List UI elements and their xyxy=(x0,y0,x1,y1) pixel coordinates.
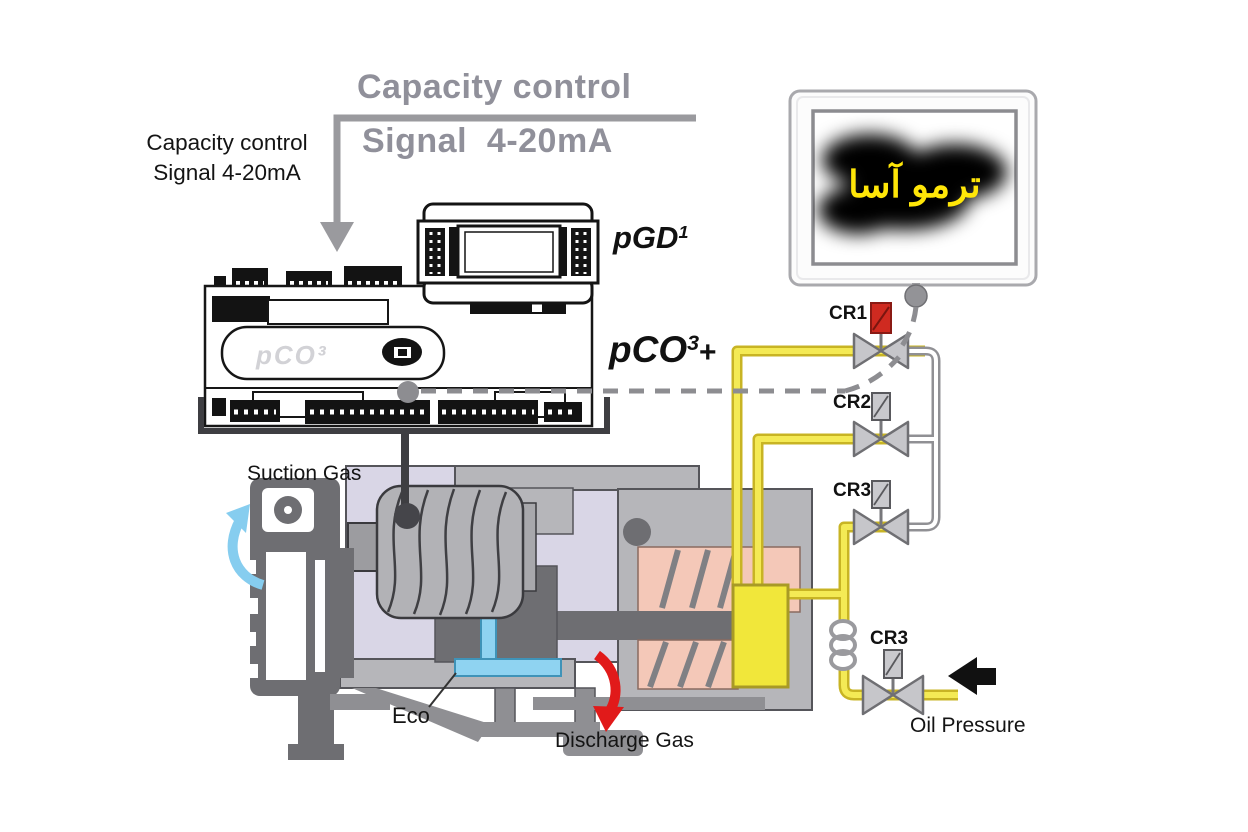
discharge-gas-label: Discharge Gas xyxy=(555,729,694,752)
mounting-feet xyxy=(352,687,765,756)
valve-label-cr1: CR1 xyxy=(829,303,868,324)
unloader-piston-chamber xyxy=(731,583,790,689)
signal-wires xyxy=(421,306,919,394)
pco3-label-plus: + xyxy=(699,336,717,369)
pgd1-label-sup: 1 xyxy=(678,222,689,243)
oil-pressure-label: Oil Pressure xyxy=(910,714,1026,737)
capacity-signal-arrow xyxy=(320,114,696,252)
screen-blob xyxy=(818,134,1007,234)
rotor-connection-dot xyxy=(394,503,420,529)
oil-pressure-arrow xyxy=(948,657,996,695)
pco3-label-sup: 3 xyxy=(687,331,700,356)
side-signal-line1: Capacity control xyxy=(146,130,308,155)
main-title-line1: Capacity control xyxy=(357,68,632,106)
pco3-label: pCO3+ xyxy=(609,329,717,371)
eco-pointer-line xyxy=(428,672,457,708)
pgd1-label-base: pGD xyxy=(613,220,679,255)
side-signal-line2: Signal 4-20mA xyxy=(153,160,301,185)
discharge-gas-arrow xyxy=(593,650,624,732)
pco3-label-base: pCO xyxy=(609,329,688,370)
suction-end-assembly xyxy=(246,478,390,760)
controller-bracket xyxy=(198,397,610,529)
controller-board-text: pCO³ xyxy=(256,340,328,370)
pgd1-display-unit xyxy=(416,202,600,305)
solenoid-valve-cr3 xyxy=(852,480,910,546)
suction-gas-arrow xyxy=(226,504,265,590)
side-signal-label: Capacity control Signal 4-20mA xyxy=(124,128,330,188)
solenoid-valve-cr2 xyxy=(852,392,910,458)
monitor-overlay-text: ترمو آسا xyxy=(848,164,981,205)
main-title-line2: Signal 4-20mA xyxy=(362,122,613,160)
controller-signal-dot xyxy=(397,381,419,403)
valve-label-cr2: CR2 xyxy=(833,392,872,413)
pgd1-label: pGD1 xyxy=(613,220,688,256)
suction-gas-label: Suction Gas xyxy=(247,462,362,485)
solenoid-valve-cr3-oil xyxy=(861,649,925,716)
hmi-monitor xyxy=(788,89,1038,308)
pco3-controller xyxy=(203,266,594,428)
valve-label-cr3-oil: CR3 xyxy=(870,628,909,649)
eco-label: Eco xyxy=(392,703,430,728)
valve-label-cr3: CR3 xyxy=(833,480,872,501)
oil-line-coil xyxy=(829,619,857,671)
